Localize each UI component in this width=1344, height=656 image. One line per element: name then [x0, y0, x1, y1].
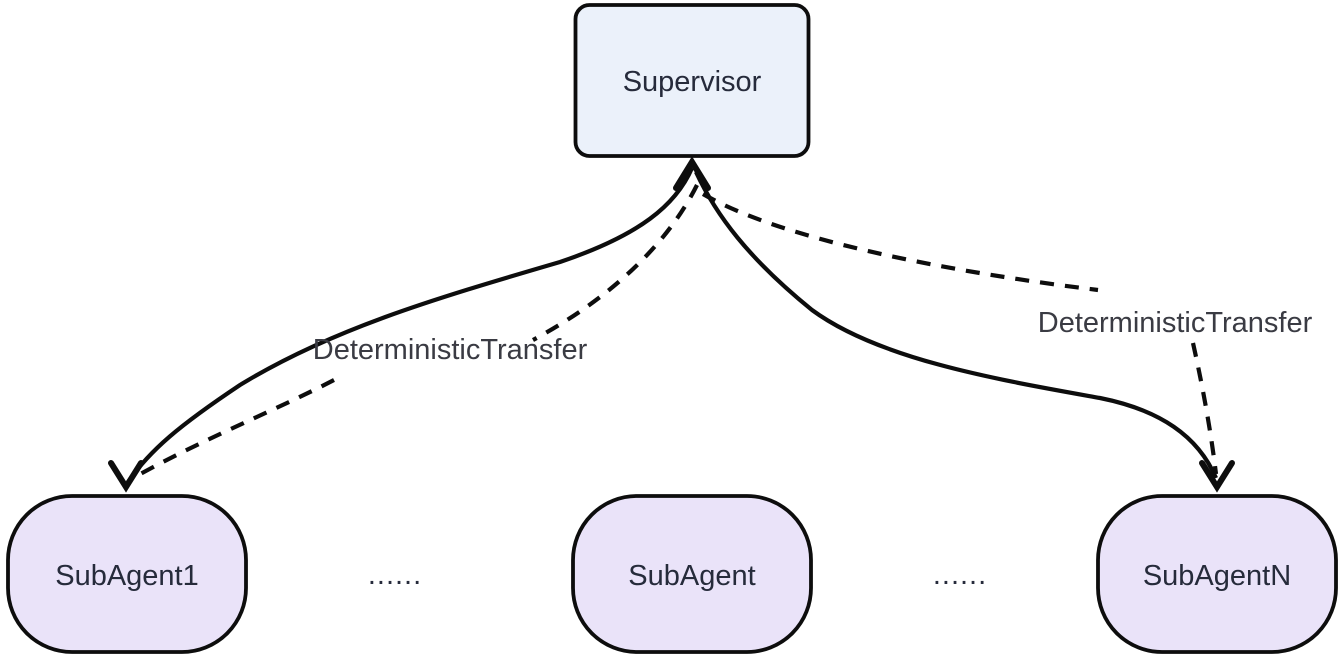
arrowhead-down-into-subagent1	[108, 460, 144, 493]
arrowhead-up-into-supervisor	[673, 156, 711, 191]
edge-label-deterministic-transfer-left: DeterministicTransfer	[313, 334, 588, 366]
edges-layer	[108, 156, 1235, 493]
node-subagentn: SubAgentN	[1096, 494, 1338, 654]
node-label-supervisor: Supervisor	[623, 66, 762, 98]
edge-subagent1-to-supervisor-solid	[126, 167, 694, 484]
node-supervisor-shape	[573, 3, 811, 158]
edge-subagentn-to-supervisor-dashed-upper	[701, 192, 1099, 293]
node-subagentn-shape	[1096, 494, 1338, 654]
node-subagent-middle-shape	[571, 494, 813, 654]
node-label-subagent-middle: SubAgent	[628, 560, 755, 592]
edge-label-deterministic-transfer-right: DeterministicTransfer	[1038, 307, 1313, 339]
node-supervisor: Supervisor	[573, 3, 811, 158]
node-subagent-middle: SubAgent	[571, 494, 813, 654]
arrowhead-down-into-subagentn	[1199, 460, 1235, 493]
ellipsis-left: ......	[368, 559, 422, 591]
ellipsis-right: ......	[933, 559, 987, 591]
node-subagent1-shape	[6, 494, 248, 654]
node-subagent1: SubAgent1	[6, 494, 248, 654]
edge-supervisor-to-subagentn-solid	[694, 171, 1218, 479]
edge-supervisor-to-subagent1-dashed-lower	[131, 378, 335, 480]
node-label-subagentn: SubAgentN	[1143, 560, 1291, 592]
edge-labels-layer: DeterministicTransfer DeterministicTrans…	[313, 307, 1313, 366]
node-label-subagent1: SubAgent1	[55, 560, 199, 592]
